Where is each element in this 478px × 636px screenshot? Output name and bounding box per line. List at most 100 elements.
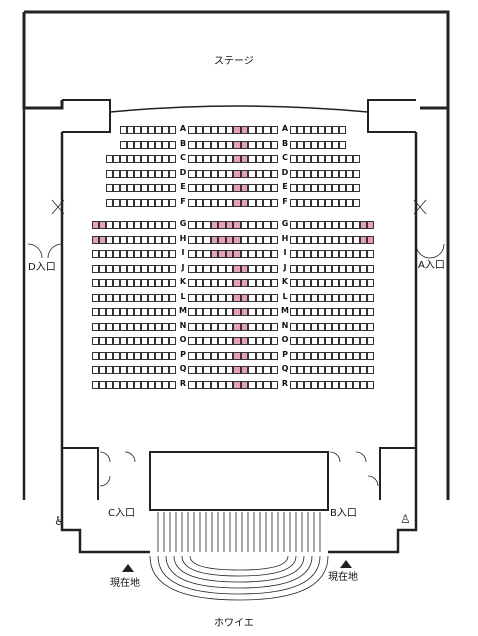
seat[interactable] — [113, 169, 120, 178]
seat[interactable] — [325, 380, 332, 389]
seat[interactable] — [210, 293, 218, 302]
seat[interactable] — [318, 169, 325, 178]
seat[interactable] — [346, 264, 353, 273]
seat[interactable] — [255, 264, 263, 273]
seat[interactable] — [218, 250, 226, 258]
seat[interactable] — [233, 337, 241, 345]
seat[interactable] — [188, 221, 196, 229]
seat[interactable] — [225, 126, 233, 134]
seat[interactable] — [188, 264, 196, 273]
seat[interactable] — [248, 235, 256, 244]
seat[interactable] — [346, 169, 353, 178]
seat[interactable] — [210, 155, 218, 163]
seat[interactable] — [203, 155, 211, 163]
seat[interactable] — [203, 126, 211, 134]
seat[interactable] — [332, 366, 339, 374]
seat[interactable] — [148, 322, 155, 331]
seat[interactable] — [325, 221, 332, 229]
seat[interactable] — [99, 322, 106, 331]
seat[interactable] — [311, 221, 318, 229]
seat[interactable] — [240, 126, 248, 134]
seat[interactable] — [325, 293, 332, 302]
seat[interactable] — [155, 322, 162, 331]
seat[interactable] — [106, 169, 113, 178]
seat[interactable] — [134, 380, 141, 389]
seat[interactable] — [162, 322, 169, 331]
seat[interactable] — [120, 380, 127, 389]
seat[interactable] — [290, 351, 297, 360]
seat[interactable] — [141, 308, 148, 316]
seat[interactable] — [360, 351, 367, 360]
seat[interactable] — [134, 264, 141, 273]
seat[interactable] — [127, 155, 134, 163]
seat[interactable] — [353, 250, 360, 258]
seat[interactable] — [195, 155, 203, 163]
seat[interactable] — [297, 250, 304, 258]
seat[interactable] — [141, 380, 148, 389]
seat[interactable] — [353, 235, 360, 244]
seat[interactable] — [195, 184, 203, 192]
seat[interactable] — [248, 293, 256, 302]
seat[interactable] — [318, 221, 325, 229]
seat[interactable] — [325, 366, 332, 374]
seat[interactable] — [218, 380, 226, 389]
seat[interactable] — [353, 380, 360, 389]
seat[interactable] — [210, 250, 218, 258]
seat[interactable] — [188, 279, 196, 287]
seat[interactable] — [203, 264, 211, 273]
seat[interactable] — [304, 279, 311, 287]
seat[interactable] — [248, 351, 256, 360]
seat[interactable] — [304, 337, 311, 345]
seat[interactable] — [248, 366, 256, 374]
seat[interactable] — [148, 184, 155, 192]
seat[interactable] — [188, 366, 196, 374]
seat[interactable] — [270, 235, 278, 244]
seat[interactable] — [360, 322, 367, 331]
seat[interactable] — [127, 221, 134, 229]
seat[interactable] — [106, 322, 113, 331]
seat[interactable] — [304, 293, 311, 302]
seat[interactable] — [120, 126, 127, 134]
seat[interactable] — [290, 264, 297, 273]
seat[interactable] — [263, 279, 271, 287]
seat[interactable] — [195, 221, 203, 229]
seat[interactable] — [297, 351, 304, 360]
seat[interactable] — [360, 264, 367, 273]
seat[interactable] — [195, 235, 203, 244]
seat[interactable] — [297, 279, 304, 287]
seat[interactable] — [360, 293, 367, 302]
seat[interactable] — [360, 380, 367, 389]
seat[interactable] — [141, 264, 148, 273]
seat[interactable] — [225, 293, 233, 302]
seat[interactable] — [233, 380, 241, 389]
seat[interactable] — [270, 221, 278, 229]
seat[interactable] — [155, 126, 162, 134]
seat[interactable] — [225, 221, 233, 229]
seat[interactable] — [99, 221, 106, 229]
seat[interactable] — [225, 184, 233, 192]
seat[interactable] — [99, 351, 106, 360]
seat[interactable] — [141, 337, 148, 345]
seat[interactable] — [270, 308, 278, 316]
seat[interactable] — [332, 155, 339, 163]
seat[interactable] — [311, 184, 318, 192]
seat[interactable] — [240, 308, 248, 316]
seat[interactable] — [318, 279, 325, 287]
seat[interactable] — [255, 184, 263, 192]
seat[interactable] — [346, 308, 353, 316]
seat[interactable] — [92, 235, 99, 244]
seat[interactable] — [141, 140, 148, 149]
seat[interactable] — [155, 235, 162, 244]
seat[interactable] — [203, 322, 211, 331]
seat[interactable] — [353, 322, 360, 331]
seat[interactable] — [218, 184, 226, 192]
seat[interactable] — [188, 250, 196, 258]
seat[interactable] — [106, 337, 113, 345]
seat[interactable] — [248, 184, 256, 192]
seat[interactable] — [188, 351, 196, 360]
seat[interactable] — [290, 308, 297, 316]
seat[interactable] — [218, 351, 226, 360]
seat[interactable] — [148, 235, 155, 244]
seat[interactable] — [141, 184, 148, 192]
seat[interactable] — [263, 366, 271, 374]
